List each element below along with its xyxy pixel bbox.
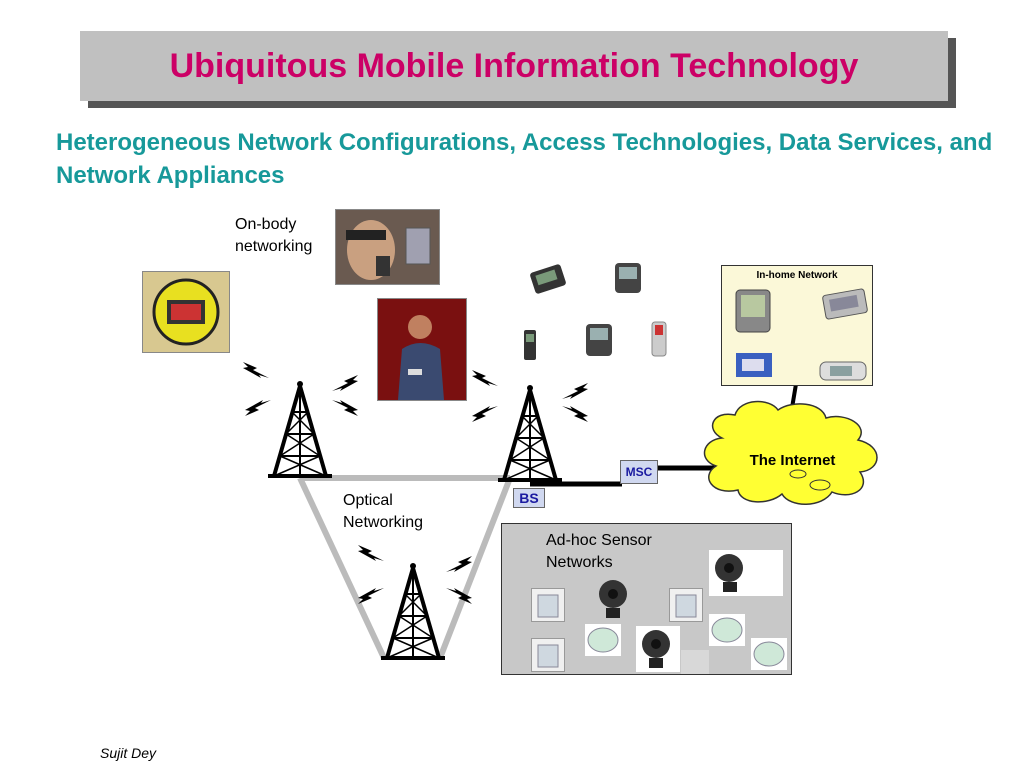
internet-label: The Internet <box>749 452 836 469</box>
optical-networking-label: Optical Networking <box>343 492 424 531</box>
smartphone-icon <box>586 324 612 356</box>
sensor-node-round-2 <box>709 614 745 646</box>
sensor-node-round-1 <box>585 624 621 656</box>
sensor-mote-2 <box>669 588 703 622</box>
in-home-network-box: In-home Network <box>721 265 873 386</box>
cell-tower-bottom-icon <box>379 561 447 660</box>
author-footer: Sujit Dey <box>100 745 157 761</box>
optical-link-left <box>297 476 387 660</box>
on-body-label: On-body networking <box>235 216 313 255</box>
sensor-mote-1 <box>531 588 565 622</box>
home-tablet-icon <box>822 288 868 320</box>
sensor-network-box: Ad-hoc Sensor Networks <box>501 523 792 675</box>
optical-link-right <box>437 476 513 660</box>
home-device-blue-icon <box>736 353 772 377</box>
slide-title: Ubiquitous Mobile Information Technology <box>169 46 859 85</box>
sensor-node-round-3 <box>751 638 787 670</box>
sensor-gap <box>681 650 709 674</box>
flip-phone-icon <box>651 321 667 357</box>
sensor-network-label: Ad-hoc Sensor Networks <box>546 532 652 571</box>
sensor-mote-3 <box>531 638 565 672</box>
title-banner: Ubiquitous Mobile Information Technology <box>80 31 948 101</box>
pda-device-icon <box>530 264 566 294</box>
watch-photo <box>142 271 230 353</box>
mobile-phone-icon <box>524 330 536 360</box>
in-home-network-label: In-home Network <box>756 270 838 281</box>
sensor-camera-1 <box>709 550 783 596</box>
msc-tag: MSC <box>620 460 658 484</box>
cell-tower-left-icon <box>266 379 334 478</box>
bs-tag: BS <box>513 488 545 508</box>
slide-subtitle: Heterogeneous Network Configurations, Ac… <box>56 129 993 189</box>
home-appliance-icon <box>819 361 867 381</box>
sensor-camera-3 <box>636 626 680 672</box>
cell-tower-bs-icon <box>496 383 564 482</box>
on-body-photo <box>335 209 440 285</box>
sensor-camera-2 <box>593 576 633 622</box>
person-photo <box>377 298 467 401</box>
internet-cloud-icon <box>703 400 878 505</box>
home-pda-icon <box>735 289 771 333</box>
handheld-device-icon <box>615 263 641 293</box>
